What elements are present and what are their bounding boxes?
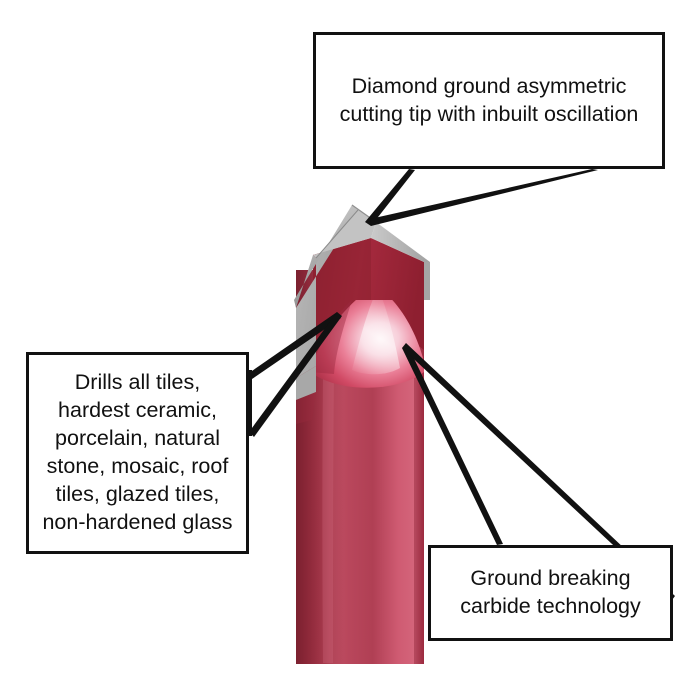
- tip-leader: [365, 169, 598, 226]
- materials-callout-text: Drills all tiles, hardest ceramic, porce…: [42, 370, 233, 534]
- carbide-technology-callout-text: Ground breaking carbide technology: [460, 566, 641, 618]
- diamond-ground-tip-callout-text: Diamond ground asymmetric cutting tip wi…: [339, 73, 639, 126]
- carbide-leader: [402, 343, 675, 600]
- cutting-cone: [310, 300, 424, 388]
- diamond-ground-tip-callout[interactable]: Diamond ground asymmetric cutting tip wi…: [313, 32, 665, 169]
- carbide-technology-callout[interactable]: Ground breaking carbide technology: [428, 545, 673, 641]
- materials-callout[interactable]: Drills all tiles, hardest ceramic, porce…: [26, 352, 249, 554]
